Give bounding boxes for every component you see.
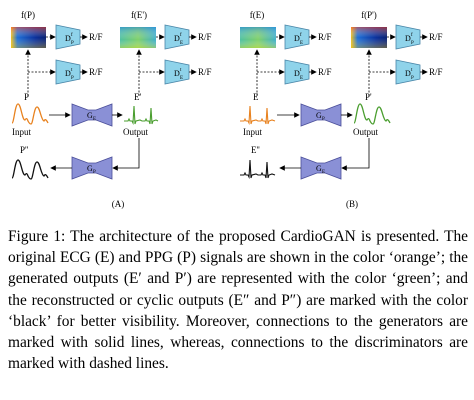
output-symbol: P' — [365, 92, 372, 102]
generator-backward: G E — [300, 156, 342, 180]
cyclic-signal — [240, 159, 276, 180]
input-symbol: P — [24, 92, 29, 102]
discriminator-freq-p: D f P — [55, 24, 81, 50]
svg-text:E: E — [322, 170, 325, 175]
svg-text:D: D — [65, 69, 71, 78]
svg-text:D: D — [405, 34, 411, 43]
svg-text:f: f — [411, 33, 413, 38]
svg-text:f: f — [300, 33, 302, 38]
input-symbol: E — [253, 92, 259, 102]
svg-text:P: P — [322, 117, 325, 122]
svg-text:P: P — [411, 76, 414, 81]
svg-text:R/F: R/F — [318, 67, 332, 77]
panel-label: (B) — [346, 199, 358, 209]
discriminator-time-p: D t P — [55, 59, 81, 85]
discriminator-time-e: D t E — [284, 59, 310, 85]
architecture-figure: f(P) D f P R/F f(E') D f E R/F — [11, 10, 443, 209]
discriminator-freq-e: D f E — [284, 24, 310, 50]
svg-text:D: D — [65, 34, 71, 43]
spectrogram-label-fp: f(P') — [361, 10, 377, 20]
spectrogram-fe — [240, 27, 276, 48]
caption-text: Figure 1: The architecture of the propos… — [8, 228, 468, 373]
svg-text:E: E — [93, 117, 96, 122]
real-fake-label: R/F — [89, 32, 103, 42]
cyclic-symbol: P'' — [20, 145, 29, 155]
figure-caption: Figure 1: The architecture of the propos… — [8, 226, 468, 374]
svg-text:G: G — [87, 164, 93, 173]
svg-text:R/F: R/F — [89, 67, 103, 77]
spectrogram-fp-prime — [351, 27, 387, 48]
svg-text:t: t — [300, 68, 302, 73]
output-signal — [353, 103, 391, 125]
svg-text:R/F: R/F — [429, 32, 443, 42]
svg-text:D: D — [294, 69, 300, 78]
input-label: Input — [12, 127, 31, 137]
generator-backward: G P — [71, 156, 113, 180]
input-signal — [11, 103, 49, 125]
svg-text:R/F: R/F — [198, 32, 212, 42]
svg-text:D: D — [174, 69, 180, 78]
svg-text:R/F: R/F — [429, 67, 443, 77]
spectrogram-label-fe: f(E) — [250, 10, 265, 20]
svg-text:f: f — [180, 33, 182, 38]
discriminator-freq-p: D f P — [395, 24, 421, 50]
svg-text:E: E — [300, 76, 303, 81]
generator-forward: G E — [71, 103, 113, 127]
svg-text:E: E — [180, 41, 183, 46]
output-label: Output — [123, 127, 149, 137]
svg-text:D: D — [294, 34, 300, 43]
output-symbol: E' — [134, 92, 141, 102]
svg-text:P: P — [93, 170, 96, 175]
output-label: Output — [353, 127, 379, 137]
discriminator-time-p: D t P — [395, 59, 421, 85]
svg-text:D: D — [405, 69, 411, 78]
svg-text:P: P — [71, 76, 74, 81]
input-label: Input — [243, 127, 262, 137]
svg-text:G: G — [316, 164, 322, 173]
svg-text:t: t — [180, 68, 182, 73]
spectrogram-label-fp: f(P) — [21, 10, 35, 20]
cyclic-signal — [11, 159, 49, 180]
spectrogram-label-fe: f(E') — [131, 10, 147, 20]
svg-text:f: f — [71, 33, 73, 38]
svg-text:D: D — [174, 34, 180, 43]
panel-b: f(E) D f E R/F f(P') D f P R/F — [240, 10, 443, 209]
svg-text:P: P — [71, 41, 74, 46]
discriminator-time-e: D t E — [164, 59, 190, 85]
spectrogram-fe-prime — [120, 27, 156, 48]
svg-text:P: P — [411, 41, 414, 46]
panel-label: (A) — [112, 199, 125, 209]
svg-text:E: E — [300, 41, 303, 46]
spectrogram-fp — [11, 27, 46, 48]
cyclic-symbol: E'' — [251, 145, 260, 155]
generator-forward: G P — [300, 103, 342, 127]
input-signal — [240, 105, 276, 126]
svg-text:G: G — [316, 111, 322, 120]
svg-text:G: G — [87, 111, 93, 120]
svg-text:R/F: R/F — [198, 67, 212, 77]
output-signal — [124, 105, 159, 126]
svg-text:E: E — [180, 76, 183, 81]
panel-a: f(P) D f P R/F f(E') D f E R/F — [11, 10, 212, 209]
svg-text:t: t — [411, 68, 413, 73]
svg-text:R/F: R/F — [318, 32, 332, 42]
svg-text:t: t — [71, 68, 73, 73]
discriminator-freq-e: D f E — [164, 24, 190, 50]
